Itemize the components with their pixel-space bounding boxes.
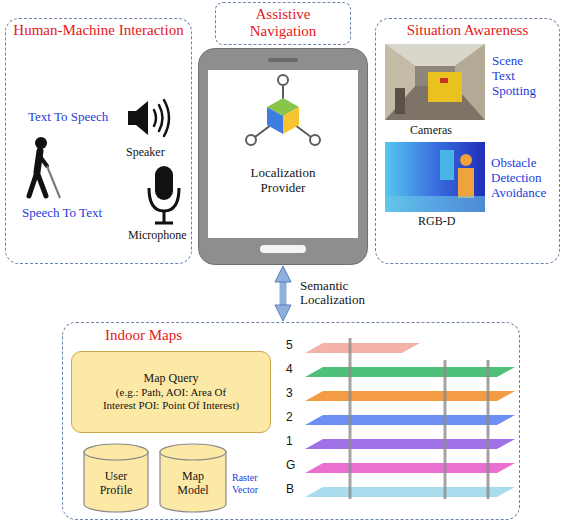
device-label: Microphone [128,229,187,243]
panel-title: Situation Awareness [376,19,559,39]
phone-screen [208,70,358,238]
function-label: Obstacle Detection Avoidance [491,156,546,201]
building-floors [305,367,515,377]
sensor-label: RGB-D [418,215,455,229]
building-floors [305,415,515,425]
format-label: Raster Vector [232,472,258,495]
building-floors [305,343,515,497]
function-label: Speech To Text [22,206,102,221]
floor-number: 3 [286,387,293,401]
function-label: Scene Text Spotting [492,54,536,99]
depth-image [385,142,485,212]
logo-lines [251,80,315,140]
camera-photo [385,44,415,120]
dashed-panel: Human-Machine Interaction [5,18,192,264]
walking-person [47,166,60,198]
walking-person [29,137,60,198]
building-shafts [350,338,488,499]
logo-cube [267,107,283,134]
sensor-label: Cameras [410,124,452,138]
floor-number: G [286,459,295,473]
speaker-icon [154,100,169,136]
box-body: (e.g.: Path, AOI: Area Of Interest POI: … [101,386,241,411]
floor-number: 2 [286,411,293,425]
box-label: User Profile [100,470,133,498]
database-cylinder: User Profile [83,443,149,513]
phone-speaker [268,58,298,62]
cylinder-top [84,444,148,460]
logo-node [310,135,320,145]
floor-number: B [286,483,294,497]
building-floors [305,463,515,473]
microphone-icon [149,188,179,211]
depth-image [458,168,474,198]
camera-photo [395,88,405,114]
speaker-icon [128,111,136,125]
camera-photo [385,44,485,120]
logo-cube [283,107,299,134]
camera-photo [428,72,462,102]
device-label: Speaker [126,146,165,160]
title-box: Assistive Navigation [215,2,351,45]
speaker-icon [136,101,148,135]
box-heading: Map Query [144,372,199,386]
device-text: Localization Provider [251,166,316,196]
phone-case [199,49,368,265]
dashed-panel: Situation Awareness [375,18,560,264]
microphone-icon [155,211,173,223]
function-label: Text To Speech [28,110,108,125]
logo-node [246,135,256,145]
double-arrow [280,278,287,309]
title-text: Assistive Navigation [250,6,317,41]
floor-number: 1 [286,435,293,449]
walking-person [35,137,47,149]
speaker-icon [128,100,169,136]
panel-title: Human-Machine Interaction [6,19,191,39]
phone-body [198,48,368,265]
camera-photo [385,44,485,120]
depth-image [440,150,454,180]
phone-device: Localization Provider [198,48,368,265]
building-floors [305,343,420,353]
edge-label: Semantic Localization [298,278,367,310]
cylinder-top [160,444,226,460]
walking-person [29,172,46,196]
box-label: Map Model [177,470,208,498]
microphone-icon [149,166,179,223]
logo-node [278,75,288,85]
camera-photo [440,78,448,83]
building-floors [305,391,515,401]
building-floors [305,439,515,449]
phone-button [260,245,306,253]
building-floors [305,487,515,497]
building-shafts [350,338,488,499]
microphone-icon [155,166,173,200]
depth-image [460,154,472,166]
query-box: Map Query(e.g.: Path, AOI: Area Of Inter… [71,351,271,433]
walking-person [39,155,47,166]
database-cylinder: Map Model [159,443,227,513]
depth-image [385,142,485,212]
floor-number: 5 [286,339,293,353]
depth-image [385,196,485,212]
floor-number: 4 [286,363,293,377]
